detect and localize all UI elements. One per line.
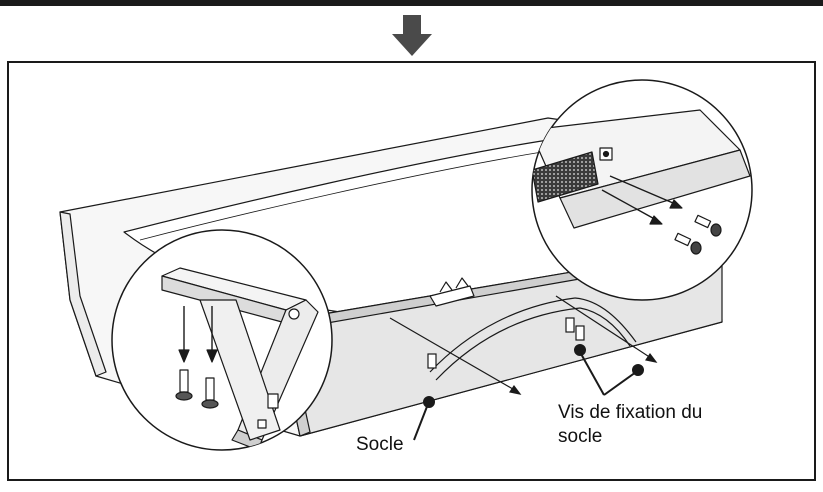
detail-circle-right [531, 79, 753, 301]
screw-icon [694, 214, 722, 237]
detail-circle-left [111, 229, 333, 451]
screw-arrows-main [389, 295, 658, 395]
top-divider-bar [0, 0, 823, 6]
vent-grille [532, 151, 599, 203]
down-arrow-icon [392, 15, 432, 56]
stand-arm [427, 297, 637, 381]
label-stand-screws-line2: socle [558, 426, 603, 447]
screw-icon [674, 232, 702, 255]
screw-icon [175, 369, 193, 401]
label-stand-screws-line1: Vis de fixation du [558, 402, 703, 423]
label-socle: Socle [356, 434, 404, 455]
screw-icon [201, 377, 219, 409]
callout-leaders [413, 344, 644, 441]
label-stand-screws: Vis de fixation du socle [558, 401, 702, 449]
